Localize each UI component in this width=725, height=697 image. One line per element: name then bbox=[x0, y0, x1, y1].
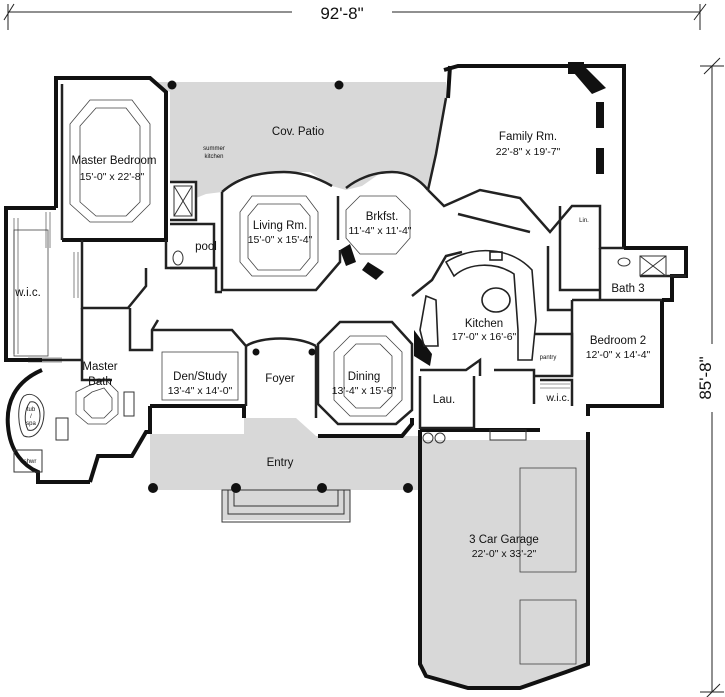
summer-kitchen-label-2: kitchen bbox=[204, 154, 223, 160]
master-bedroom-label: Master Bedroom bbox=[71, 155, 156, 167]
den-study-size: 13'-4" x 14'-0" bbox=[168, 385, 233, 397]
garage-size: 22'-0" x 33'-2" bbox=[472, 548, 537, 560]
garage-label: 3 Car Garage bbox=[469, 534, 539, 546]
brkfst-size: 11'-4" x 11'-4" bbox=[348, 225, 411, 237]
kitchen-label: Kitchen bbox=[465, 318, 503, 330]
den-study-label: Den/Study bbox=[173, 371, 227, 383]
depth-dimension-label: 85'-8" bbox=[696, 356, 715, 399]
master-bedroom-size: 15'-0" x 22'-8" bbox=[80, 171, 145, 183]
bedroom2-size: 12'-0" x 14'-4" bbox=[586, 349, 651, 361]
living-room-size: 15'-0" x 15'-4" bbox=[248, 234, 313, 246]
family-room-label: Family Rm. bbox=[499, 131, 557, 143]
dining-size: 13'-4" x 15'-6" bbox=[332, 385, 397, 397]
ceiling-outlines bbox=[13, 99, 577, 665]
exterior-walls bbox=[4, 64, 688, 690]
kitchen-counters bbox=[419, 249, 537, 361]
depth-dimension-line bbox=[700, 57, 724, 697]
entry-columns bbox=[148, 348, 413, 493]
patio-posts bbox=[167, 62, 606, 366]
closet-shelves bbox=[13, 212, 570, 389]
bedroom2-label: Bedroom 2 bbox=[590, 335, 646, 347]
garage-area bbox=[422, 440, 588, 688]
wic-label: w.i.c. bbox=[14, 287, 41, 299]
kitchen-size: 17'-0" x 16'-6" bbox=[452, 331, 517, 343]
dining-label: Dining bbox=[348, 371, 381, 383]
family-room-size: 22'-8" x 19'-7" bbox=[496, 146, 561, 158]
cov-patio-label: Cov. Patio bbox=[272, 126, 324, 138]
entry-steps bbox=[221, 489, 351, 523]
bath3-label: Bath 3 bbox=[611, 283, 644, 295]
master-bath-fixtures bbox=[13, 185, 667, 473]
interior-walls bbox=[42, 84, 686, 430]
pantry-label: pantry bbox=[540, 355, 557, 361]
tub-label-1: tub bbox=[27, 407, 36, 413]
entry-label: Entry bbox=[267, 457, 294, 469]
laundry-label: Lau. bbox=[433, 394, 455, 406]
width-dimension-line bbox=[3, 3, 707, 30]
living-room-label: Living Rm. bbox=[253, 220, 307, 232]
summer-kitchen-label-1: summer bbox=[203, 146, 225, 152]
master-bath-label-1: Master bbox=[82, 361, 117, 373]
tub-label-3: spa bbox=[26, 421, 36, 427]
entry-area bbox=[150, 418, 420, 520]
width-dimension-label: 92'-8" bbox=[320, 4, 363, 23]
brkfst-label: Brkfst. bbox=[366, 211, 399, 223]
master-bath-label-2: Bath bbox=[88, 376, 112, 388]
foyer-label: Foyer bbox=[265, 373, 295, 385]
covered-patio-area bbox=[155, 82, 446, 198]
wic2-label: w.i.c. bbox=[545, 392, 569, 404]
pool-label: pool bbox=[195, 241, 217, 253]
lin-label: Lin. bbox=[579, 218, 589, 224]
shower-label: shwr bbox=[24, 459, 37, 465]
tub-label-2: / bbox=[30, 414, 32, 420]
